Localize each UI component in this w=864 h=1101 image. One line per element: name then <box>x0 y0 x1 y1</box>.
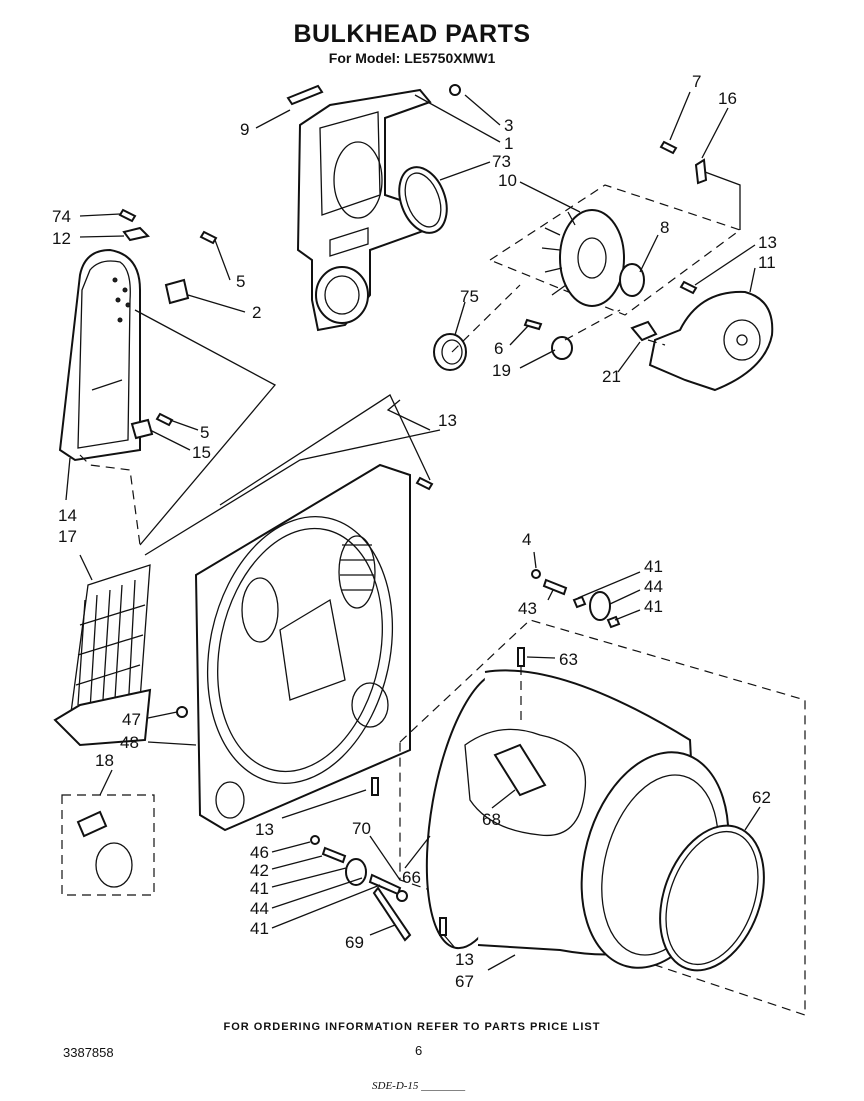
callout-6: 6 <box>494 339 503 358</box>
page-number: 6 <box>415 1043 423 1058</box>
heater-element-part-17 <box>53 564 152 747</box>
callout-18: 18 <box>95 751 114 770</box>
nut-part-3 <box>449 84 461 96</box>
callout-74: 74 <box>52 207 71 226</box>
callout-13-right: 13 <box>758 233 777 252</box>
kit-box-18 <box>61 794 155 896</box>
screw-part-63 <box>517 647 525 667</box>
callout-2: 2 <box>252 303 261 322</box>
callout-16: 16 <box>718 89 737 108</box>
callout-13-center: 13 <box>438 411 457 430</box>
roller-part-44-low <box>345 858 367 886</box>
callout-7: 7 <box>692 72 701 91</box>
screw-part-13-low <box>371 777 379 796</box>
nut-part-47 <box>176 706 188 718</box>
callout-5-lower: 5 <box>200 423 209 442</box>
pulley-part-8 <box>619 263 645 297</box>
clip-part-12 <box>122 226 150 242</box>
callout-9: 9 <box>240 120 249 139</box>
baffle-part-68 <box>464 728 587 837</box>
heater-housing-part-14 <box>58 248 141 462</box>
bulkhead-panel-part-48 <box>194 463 411 832</box>
screw-part-13-top <box>679 280 698 295</box>
callout-44-a: 44 <box>644 577 663 596</box>
bracket-part-21 <box>630 320 658 342</box>
bracket-part-2 <box>164 278 190 305</box>
duct-ring-part-75 <box>433 333 467 371</box>
callout-47: 47 <box>122 710 141 729</box>
clip-part-41-top <box>572 595 587 609</box>
seal-part-73 <box>398 166 448 234</box>
screw-part-13-bottom <box>439 917 447 936</box>
screw-part-5-bottom <box>155 412 174 427</box>
callout-41-d: 41 <box>250 919 269 938</box>
thermostat-part-18 <box>76 810 133 888</box>
clip-part-15 <box>130 418 154 440</box>
bracket-part-9 <box>286 84 324 106</box>
callout-13-left: 13 <box>255 820 274 839</box>
callout-17: 17 <box>58 527 77 546</box>
leader-lines <box>65 91 761 971</box>
callout-15: 15 <box>192 443 211 462</box>
callout-63: 63 <box>559 650 578 669</box>
seal-part-62 <box>659 824 765 972</box>
screw-part-74 <box>118 208 137 223</box>
callout-73: 73 <box>492 152 511 171</box>
callout-14: 14 <box>58 506 77 525</box>
revision-code: SDE-D-15 ________ <box>372 1080 466 1092</box>
callout-62: 62 <box>752 788 771 807</box>
clip-part-4 <box>531 569 541 579</box>
callout-70: 70 <box>352 819 371 838</box>
shaft-part-42 <box>321 846 347 864</box>
drum-outline <box>399 619 806 1016</box>
blower-wheel-part-10 <box>541 209 625 307</box>
callout-21: 21 <box>602 367 621 386</box>
page-title: BULKHEAD PARTS <box>293 20 531 48</box>
screw-part-6 <box>523 318 543 331</box>
callout-19: 19 <box>492 361 511 380</box>
clip-part-16 <box>694 158 708 185</box>
screw-part-5-top <box>199 230 218 245</box>
callout-69: 69 <box>345 933 364 952</box>
ordering-note: FOR ORDERING INFORMATION REFER TO PARTS … <box>223 1021 601 1033</box>
model-subtitle: For Model: LE5750XMW1 <box>328 50 496 66</box>
screw-part-7 <box>659 140 678 155</box>
shaft-part-43 <box>542 578 568 596</box>
drum-part-66 <box>425 669 730 969</box>
clip-part-46 <box>310 835 320 845</box>
idler-arm-part-69 <box>372 886 412 942</box>
callout-46: 46 <box>250 843 269 862</box>
callout-75: 75 <box>460 287 479 306</box>
document-number: 3387858 <box>63 1045 114 1060</box>
callout-41-b: 41 <box>644 597 663 616</box>
callout-44-b: 44 <box>250 899 269 918</box>
callout-3: 3 <box>504 116 513 135</box>
callout-12: 12 <box>52 229 71 248</box>
callout-1: 1 <box>504 134 513 153</box>
callout-66: 66 <box>402 868 421 887</box>
callout-43: 43 <box>518 599 537 618</box>
screw-part-13-mid <box>415 476 434 491</box>
callout-8: 8 <box>660 218 669 237</box>
callout-11: 11 <box>758 253 776 272</box>
callout-41-c: 41 <box>250 879 269 898</box>
callout-42: 42 <box>250 861 269 880</box>
roller-part-44-top <box>589 591 611 621</box>
callout-67: 67 <box>455 972 474 991</box>
callout-13-bottom: 13 <box>455 950 474 969</box>
callout-41-a: 41 <box>644 557 663 576</box>
callout-5-upper: 5 <box>236 272 245 291</box>
callout-10: 10 <box>498 171 517 190</box>
callout-68: 68 <box>482 810 501 829</box>
blower-housing-part <box>296 88 447 332</box>
bearing-part-19 <box>551 336 573 360</box>
callout-4: 4 <box>522 530 531 549</box>
housing-part-11 <box>648 290 774 392</box>
callout-48: 48 <box>120 733 139 752</box>
callout-labels: 9 3 1 73 7 16 10 74 12 5 2 8 13 11 75 6 … <box>52 72 777 991</box>
